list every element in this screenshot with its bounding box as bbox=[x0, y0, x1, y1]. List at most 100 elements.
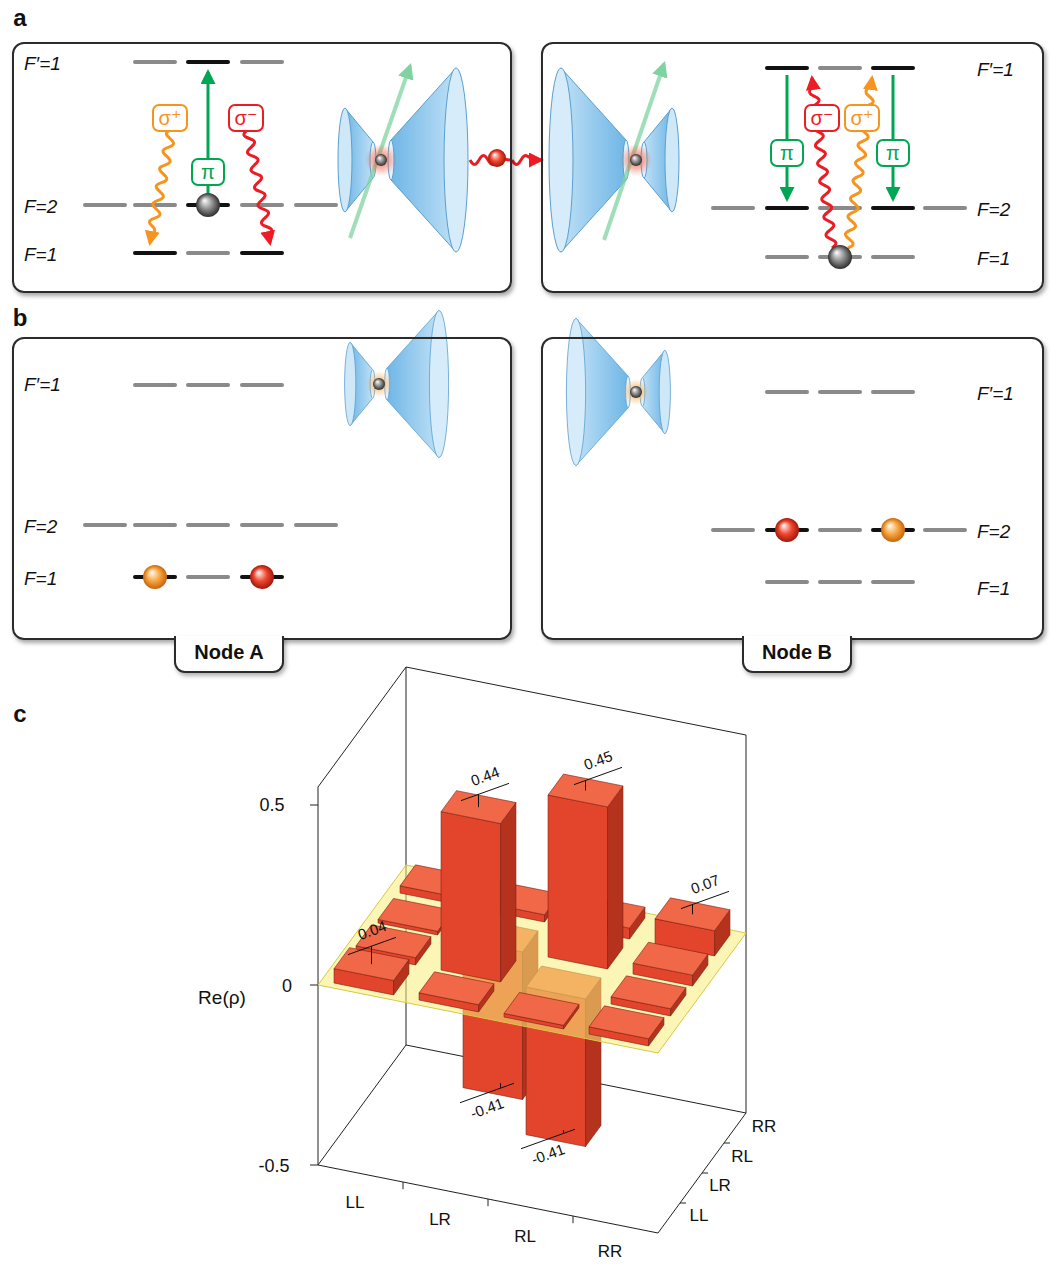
energy-sublevel bbox=[135, 383, 175, 387]
leader-lines bbox=[348, 767, 729, 1148]
axis-line bbox=[310, 1165, 318, 1166]
value-label: 0.44 bbox=[468, 763, 501, 789]
level-label: F=1 bbox=[977, 248, 1010, 270]
axis-tick-label: RL bbox=[514, 1227, 536, 1247]
energy-sublevel bbox=[242, 203, 282, 207]
value-label: 0.04 bbox=[355, 917, 388, 943]
axis-line bbox=[310, 985, 318, 986]
transition-label-box: σ⁻ bbox=[804, 104, 841, 132]
leader-line bbox=[478, 794, 479, 807]
energy-sublevel bbox=[242, 523, 282, 527]
bar-face bbox=[419, 972, 494, 1005]
axis-tick-label: LR bbox=[709, 1176, 731, 1196]
energy-sublevel bbox=[713, 528, 753, 532]
axis-line bbox=[318, 787, 319, 1165]
energy-sublevel bbox=[820, 66, 860, 70]
transition-label-box: σ⁺ bbox=[844, 104, 881, 132]
bar bbox=[441, 791, 516, 982]
cavity bbox=[566, 318, 670, 465]
leader-line bbox=[692, 905, 693, 915]
energy-sublevel bbox=[296, 203, 336, 207]
energy-sublevel bbox=[873, 66, 913, 70]
atom bbox=[375, 154, 387, 166]
bar bbox=[589, 1006, 664, 1046]
cavity-atoms bbox=[365, 144, 652, 405]
leader-line bbox=[574, 767, 622, 784]
energy-sublevel bbox=[242, 251, 282, 255]
level-label: F=1 bbox=[24, 568, 57, 590]
energy-sublevel bbox=[85, 203, 125, 207]
bar-face bbox=[655, 898, 730, 931]
axis-line bbox=[658, 1113, 746, 1233]
cavity bbox=[549, 68, 679, 252]
value-label: 0.07 bbox=[688, 871, 721, 897]
value-label: -0.41 bbox=[529, 1140, 567, 1168]
level-label: F=2 bbox=[977, 199, 1010, 221]
bar-face bbox=[589, 1006, 664, 1039]
energy-sublevel bbox=[873, 206, 913, 210]
laser-beam bbox=[604, 64, 664, 240]
level-label: F=2 bbox=[24, 196, 57, 218]
bar-face bbox=[501, 803, 516, 982]
atom bbox=[373, 378, 385, 390]
laser-beam bbox=[350, 66, 410, 238]
axis-label: 0 bbox=[282, 976, 292, 997]
atom bbox=[630, 154, 642, 166]
energy-sublevel bbox=[713, 206, 753, 210]
positive-bars bbox=[334, 774, 730, 1046]
photon bbox=[488, 149, 506, 167]
bar-face bbox=[548, 795, 608, 969]
energy-sublevel bbox=[767, 206, 807, 210]
node-panel: Node AF′=1F=2F=1 bbox=[12, 337, 512, 640]
atom-state bbox=[196, 193, 220, 217]
axis-label: Re(ρ) bbox=[198, 987, 246, 1009]
energy-sublevel bbox=[135, 60, 175, 64]
transition-label: π bbox=[878, 141, 908, 165]
transition-label: σ⁺ bbox=[154, 106, 187, 130]
energy-sublevel bbox=[767, 66, 807, 70]
axis-line bbox=[680, 1203, 686, 1204]
bar-face bbox=[441, 791, 516, 824]
photon-connector bbox=[512, 155, 541, 164]
energy-sublevel bbox=[767, 255, 807, 259]
energy-sublevel bbox=[188, 60, 228, 64]
energy-sublevel bbox=[135, 251, 175, 255]
axis-tick-label: RR bbox=[598, 1242, 623, 1262]
transition-label: σ⁺ bbox=[846, 106, 879, 130]
cavity bbox=[345, 310, 449, 457]
leader-line bbox=[500, 1083, 501, 1088]
atom-glow bbox=[623, 379, 649, 405]
atom-glow bbox=[365, 144, 397, 176]
panel-letter: b bbox=[13, 304, 28, 332]
energy-sublevel bbox=[242, 60, 282, 64]
energy-sublevel bbox=[820, 206, 860, 210]
axis-tick-label: LR bbox=[429, 1210, 451, 1230]
transition-arrow bbox=[892, 75, 895, 199]
transition-label-box: π bbox=[770, 139, 804, 167]
energy-sublevel bbox=[820, 528, 860, 532]
transition-label: σ⁻ bbox=[230, 106, 263, 130]
value-label: -0.41 bbox=[468, 1094, 506, 1122]
transition-label: σ⁻ bbox=[806, 106, 839, 130]
node-panel: F′=1F=2F=1πσ⁻σ⁺π bbox=[541, 42, 1044, 293]
level-label: F=1 bbox=[24, 244, 57, 266]
energy-sublevel bbox=[820, 390, 860, 394]
level-label: F′=1 bbox=[24, 53, 61, 75]
axis-line bbox=[406, 667, 746, 735]
energy-sublevel bbox=[188, 383, 228, 387]
bar bbox=[504, 992, 579, 1028]
panel-letter: c bbox=[13, 700, 26, 728]
node-tab-label: Node A bbox=[174, 636, 283, 673]
leader-line bbox=[371, 946, 372, 964]
bar-face bbox=[548, 774, 623, 807]
axis-line bbox=[403, 1182, 404, 1189]
bar-face bbox=[441, 812, 501, 982]
node-panel: F′=1F=2F=1σ⁺σ⁻π bbox=[12, 42, 512, 293]
energy-sublevel bbox=[925, 528, 965, 532]
level-label: F=2 bbox=[977, 521, 1010, 543]
energy-sublevel bbox=[188, 523, 228, 527]
axis-tick-label: LL bbox=[346, 1193, 365, 1213]
atom bbox=[630, 386, 642, 398]
level-label: F′=1 bbox=[977, 59, 1014, 81]
